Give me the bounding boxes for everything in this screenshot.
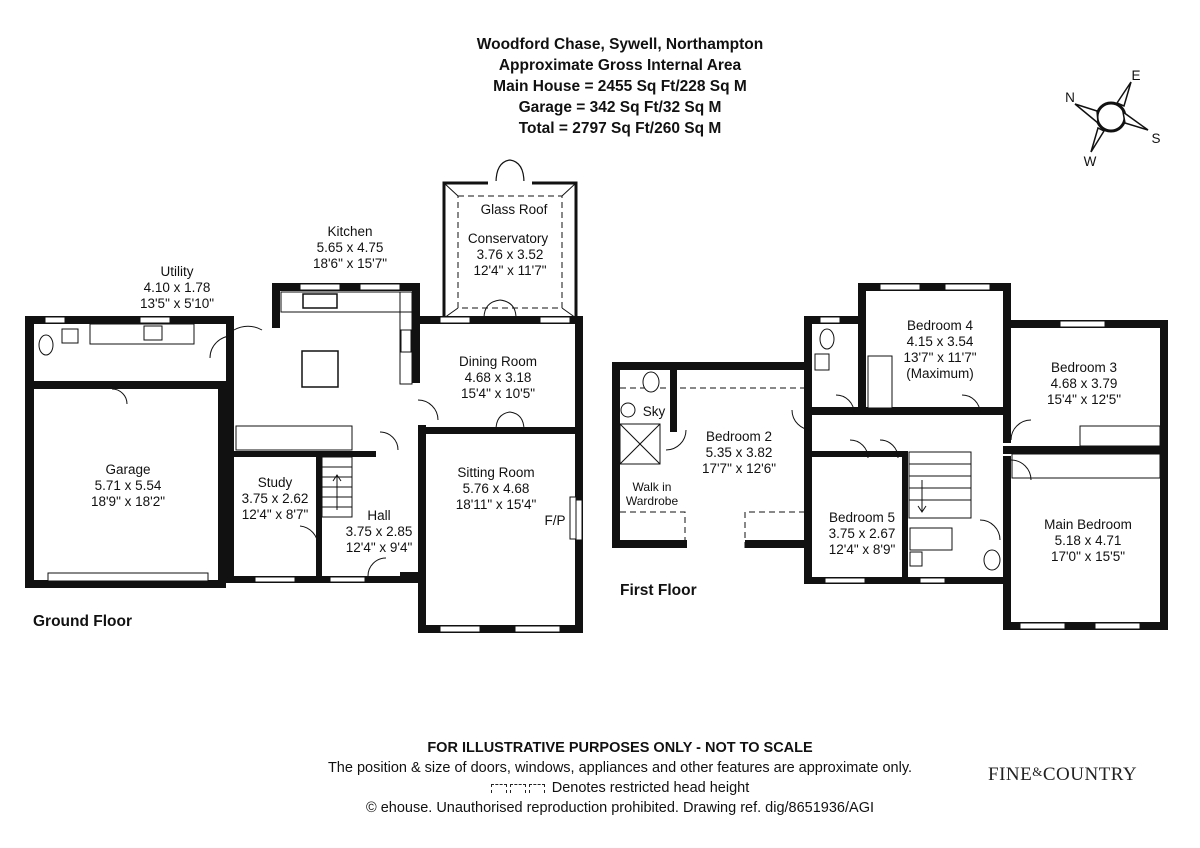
compass-rose-icon: N E S W — [1065, 68, 1160, 169]
compass-east-label: E — [1131, 68, 1140, 83]
bedroom-5-metric: 3.75 x 2.67 — [829, 526, 896, 541]
wardrobe-label-line1: Walk in — [633, 480, 672, 494]
main-bedroom-imperial: 17'0" x 15'5" — [1051, 549, 1125, 564]
brand-ampersand: & — [1032, 764, 1043, 779]
compass-west-label: W — [1084, 154, 1097, 169]
restricted-height-text: Denotes restricted head height — [551, 780, 750, 796]
skylight-label: Sky — [643, 404, 666, 419]
sitting-room-name: Sitting Room — [457, 465, 534, 480]
conservatory-name: Conservatory — [468, 231, 549, 246]
hall-metric: 3.75 x 2.85 — [346, 524, 413, 539]
garage-name: Garage — [105, 462, 150, 477]
kitchen-metric: 5.65 x 4.75 — [317, 240, 384, 255]
bedroom-4-note: (Maximum) — [906, 366, 974, 381]
compass-north-label: N — [1065, 90, 1075, 105]
brand-left: FINE — [988, 764, 1033, 785]
utility-imperial: 13'5" x 5'10" — [140, 296, 214, 311]
compass-south-label: S — [1151, 131, 1160, 146]
copyright-text: © ehouse. Unauthorised reproduction proh… — [365, 800, 875, 816]
bedroom-3-name: Bedroom 3 — [1051, 360, 1117, 375]
bedroom-4-imperial: 13'7" x 11'7" — [903, 350, 976, 365]
ground-floor-plan: Utility 4.10 x 1.78 13'5" x 5'10" Kitche… — [25, 159, 583, 633]
study-imperial: 12'4" x 8'7" — [242, 507, 309, 522]
bedroom-4-metric: 4.15 x 3.54 — [907, 334, 974, 349]
ground-floor-label: Ground Floor — [33, 613, 132, 630]
dining-room-name: Dining Room — [459, 354, 537, 369]
bedroom-2-metric: 5.35 x 3.82 — [706, 445, 773, 460]
main-house-area: Main House = 2455 Sq Ft/228 Sq M — [493, 78, 747, 95]
garage-imperial: 18'9" x 18'2" — [91, 494, 165, 509]
sitting-room-metric: 5.76 x 4.68 — [463, 481, 530, 496]
hall-name: Hall — [367, 508, 390, 523]
conservatory-imperial: 12'4" x 11'7" — [473, 263, 546, 278]
utility-metric: 4.10 x 1.78 — [144, 280, 211, 295]
main-bedroom-name: Main Bedroom — [1044, 517, 1132, 532]
dining-room-metric: 4.68 x 3.18 — [465, 370, 532, 385]
first-floor-label: First Floor — [620, 582, 697, 599]
dashed-line-icon — [528, 783, 545, 793]
fireplace-label: F/P — [544, 513, 565, 528]
kitchen-name: Kitchen — [327, 224, 372, 239]
bedroom-4-name: Bedroom 4 — [907, 318, 974, 333]
property-title: Woodford Chase, Sywell, Northampton — [476, 36, 764, 53]
first-floor-plan: Sky Walk in Wardrobe Bedroom 2 5.35 x 3.… — [612, 283, 1168, 630]
kitchen-imperial: 18'6" x 15'7" — [313, 256, 387, 271]
study-name: Study — [258, 475, 293, 490]
conservatory-roof-label: Glass Roof — [481, 202, 548, 217]
hall-imperial: 12'4" x 9'4" — [346, 540, 413, 555]
bedroom-3-metric: 4.68 x 3.79 — [1051, 376, 1118, 391]
conservatory-metric: 3.76 x 3.52 — [477, 247, 544, 262]
utility-name: Utility — [161, 264, 194, 279]
disclaimer-heading: FOR ILLUSTRATIVE PURPOSES ONLY - NOT TO … — [427, 740, 813, 756]
study-metric: 3.75 x 2.62 — [242, 491, 309, 506]
wardrobe-label-line2: Wardrobe — [626, 494, 679, 508]
dashed-line-icon — [509, 783, 526, 793]
disclaimer-text: The position & size of doors, windows, a… — [327, 760, 913, 776]
sitting-room-imperial: 18'11" x 15'4" — [456, 497, 537, 512]
dining-room-imperial: 15'4" x 10'5" — [461, 386, 535, 401]
garage-metric: 5.71 x 5.54 — [95, 478, 162, 493]
bedroom-5-name: Bedroom 5 — [829, 510, 895, 525]
dashed-line-icon — [490, 783, 507, 793]
bedroom-2-imperial: 17'7" x 12'6" — [702, 461, 776, 476]
bedroom-2-name: Bedroom 2 — [706, 429, 772, 444]
plan-footer: FOR ILLUSTRATIVE PURPOSES ONLY - NOT TO … — [270, 738, 970, 818]
brand-right: COUNTRY — [1042, 764, 1138, 785]
restricted-height-legend: Denotes restricted head height — [270, 778, 970, 798]
total-area: Total = 2797 Sq Ft/260 Sq M — [518, 120, 722, 137]
plan-header: Woodford Chase, Sywell, Northampton Appr… — [370, 34, 870, 139]
bedroom-3-imperial: 15'4" x 12'5" — [1047, 392, 1121, 407]
garage-area: Garage = 342 Sq Ft/32 Sq M — [518, 99, 722, 116]
bedroom-5-imperial: 12'4" x 8'9" — [829, 542, 896, 557]
main-bedroom-metric: 5.18 x 4.71 — [1055, 533, 1122, 548]
area-subtitle: Approximate Gross Internal Area — [498, 57, 742, 74]
fine-country-logo: FINE&COUNTRY — [988, 764, 1138, 794]
